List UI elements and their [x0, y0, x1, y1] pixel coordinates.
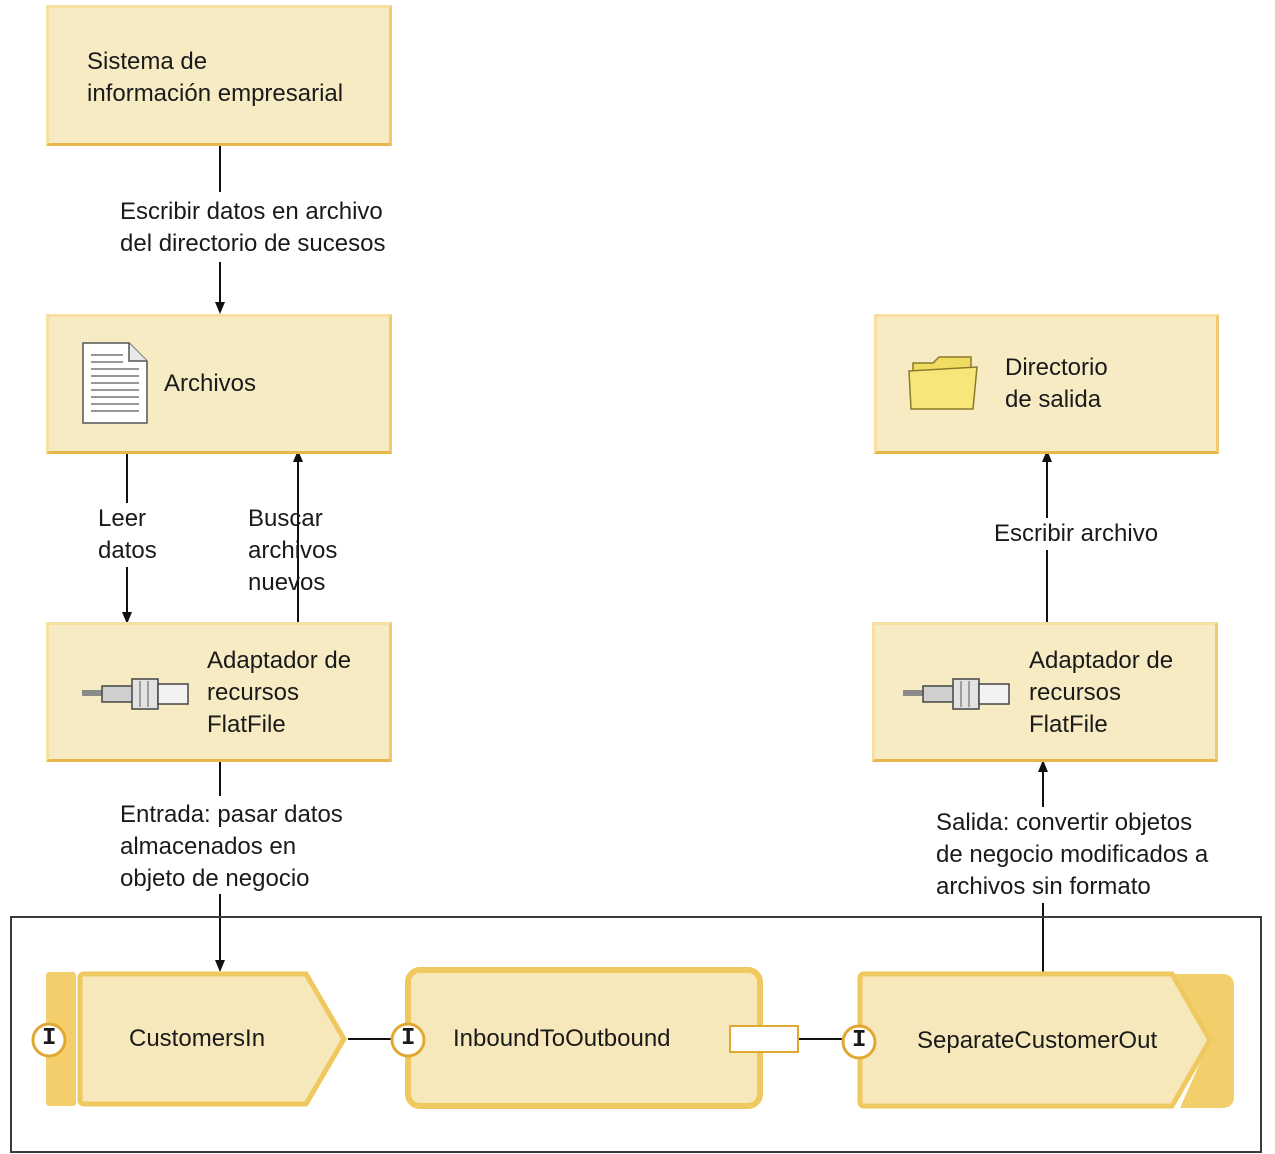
- adapter-out-label: Adaptador de recursos FlatFile: [1029, 647, 1174, 738]
- mediation-label[interactable]: InboundToOutbound: [453, 1025, 671, 1052]
- interface-glyph-export: I: [42, 1025, 57, 1052]
- edge-label-write-file: Escribir archivo: [994, 518, 1159, 550]
- interface-glyph-mediation: I: [401, 1025, 416, 1052]
- edge-label-poll-new-files: Buscar archivos nuevos: [248, 505, 338, 596]
- plug-connector-icon: [903, 678, 1010, 710]
- eis-box[interactable]: Sistema de información empresarial: [46, 5, 392, 146]
- import-component-separatecustomerout: [857, 971, 1234, 1109]
- assembly-diagram-frame: [10, 916, 1262, 1153]
- interface-icon: [390, 1022, 426, 1058]
- interface-icon: [841, 1024, 877, 1060]
- edge-label-write-event-dir: Escribir datos en archivo del directorio…: [120, 196, 386, 260]
- import-label[interactable]: SeparateCustomerOut: [917, 1027, 1158, 1054]
- adapter-out-box[interactable]: Adaptador de recursos FlatFile: [872, 622, 1218, 762]
- files-label: Archivos: [164, 370, 257, 397]
- plug-connector-icon: [82, 678, 189, 710]
- adapter-in-label: Adaptador de recursos FlatFile: [207, 647, 352, 738]
- output-dir-label: Directorio de salida: [1005, 354, 1108, 413]
- interface-icon: [31, 1022, 67, 1058]
- document-icon: [82, 342, 148, 424]
- edge-label-outbound: Salida: convertir objetos de negocio mod…: [936, 807, 1209, 903]
- eis-label: Sistema de información empresarial: [87, 48, 344, 107]
- interface-glyph-import: I: [852, 1027, 867, 1054]
- files-box[interactable]: Archivos: [46, 314, 392, 454]
- output-dir-box[interactable]: Directorio de salida: [874, 314, 1219, 454]
- folder-icon: [908, 356, 978, 410]
- adapter-in-box[interactable]: Adaptador de recursos FlatFile: [46, 622, 392, 762]
- edge-label-inbound: Entrada: pasar datos almacenados en obje…: [120, 801, 343, 892]
- reference-terminal: [729, 1025, 799, 1053]
- edge-label-read-data: Leer datos: [98, 503, 157, 567]
- export-label[interactable]: CustomersIn: [129, 1025, 266, 1052]
